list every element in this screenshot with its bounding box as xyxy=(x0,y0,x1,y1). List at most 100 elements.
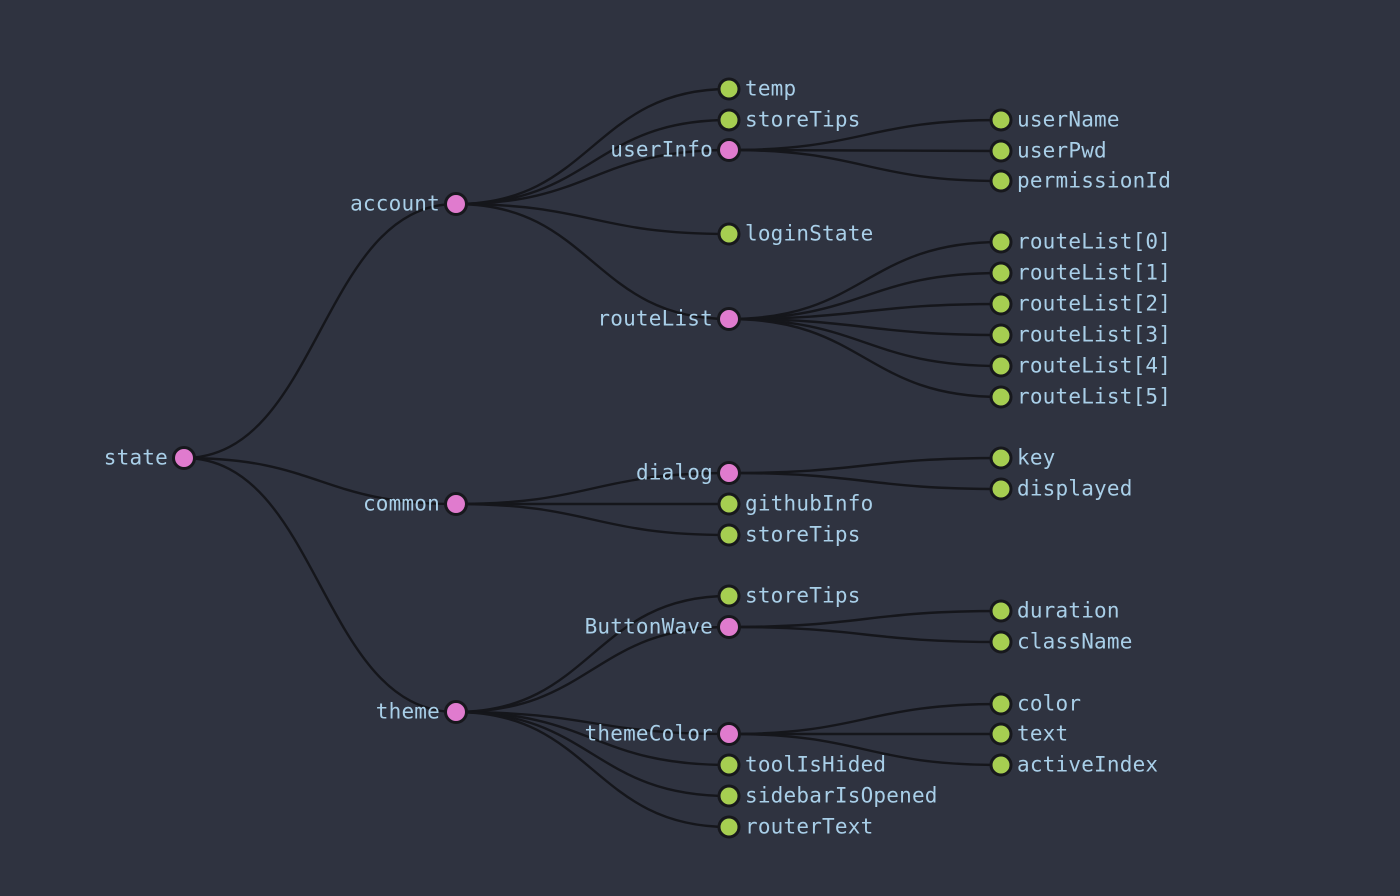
tree-node-duration[interactable] xyxy=(989,599,1013,623)
tree-link xyxy=(455,87,730,206)
tree-node-routeList5[interactable] xyxy=(989,385,1013,409)
tree-node-label-account: account xyxy=(350,191,440,216)
tree-node-routerText[interactable] xyxy=(717,815,741,839)
tree-link xyxy=(455,202,730,321)
tree-node-label-common: common xyxy=(362,491,440,516)
tree-node-label-text: text xyxy=(1017,721,1069,746)
tree-node-label-routeList4: routeList[4] xyxy=(1017,353,1172,378)
tree-link xyxy=(183,456,457,714)
tree-node-ButtonWave[interactable] xyxy=(717,615,741,639)
tree-link xyxy=(728,148,1002,183)
tree-node-label-userPwd: userPwd xyxy=(1017,138,1107,163)
tree-node-githubInfo[interactable] xyxy=(717,492,741,516)
tree-link xyxy=(728,317,1002,399)
tree-node-label-state: state xyxy=(103,445,168,470)
tree-node-label-sidebarIsOpened: sidebarIsOpened xyxy=(745,783,938,808)
tree-node-common[interactable] xyxy=(444,492,468,516)
tree-node-permissionId[interactable] xyxy=(989,169,1013,193)
tree-node-activeIndex[interactable] xyxy=(989,753,1013,777)
tree-link xyxy=(455,710,730,798)
tree-node-label-displayed: displayed xyxy=(1017,476,1133,501)
tree-link xyxy=(728,609,1002,629)
tree-link xyxy=(728,317,1002,368)
tree-node-state[interactable] xyxy=(172,446,196,470)
tree-node-routeList3[interactable] xyxy=(989,323,1013,347)
tree-node-key[interactable] xyxy=(989,446,1013,470)
tree-link xyxy=(183,202,457,460)
tree-node-label-permissionId: permissionId xyxy=(1017,168,1172,193)
tree-link xyxy=(728,302,1002,321)
tree-link xyxy=(455,710,730,736)
tree-node-label-duration: duration xyxy=(1017,598,1120,623)
tree-link xyxy=(728,148,1002,153)
tree-node-label-ButtonWave: ButtonWave xyxy=(584,614,713,639)
tree-link xyxy=(728,118,1002,152)
tree-node-label-toolIsHided: toolIsHided xyxy=(745,752,887,777)
tree-node-label-theme: theme xyxy=(375,699,440,724)
tree-node-storeTips-theme[interactable] xyxy=(717,584,741,608)
tree-node-loginState[interactable] xyxy=(717,222,741,246)
tree-node-label-githubInfo: githubInfo xyxy=(745,491,874,516)
tree-node-label-themeColor: themeColor xyxy=(584,721,713,746)
tree-link xyxy=(455,148,730,206)
tree-link xyxy=(728,271,1002,321)
tree-node-storeTips-acct[interactable] xyxy=(717,108,741,132)
tree-node-label-routeList2: routeList[2] xyxy=(1017,291,1172,316)
tree-link xyxy=(728,456,1002,475)
tree-node-themeColor[interactable] xyxy=(717,722,741,746)
tree-node-label-loginState: loginState xyxy=(745,221,874,246)
tree-node-label-routeList1: routeList[1] xyxy=(1017,260,1172,285)
tree-node-userName[interactable] xyxy=(989,108,1013,132)
tree-node-dialog[interactable] xyxy=(717,461,741,485)
tree-node-label-routeList3: routeList[3] xyxy=(1017,322,1172,347)
tree-node-label-routeList: routeList xyxy=(597,306,713,331)
tree-link xyxy=(455,471,730,506)
tree-link xyxy=(455,710,730,767)
tree-link xyxy=(455,202,730,236)
tree-node-label-key: key xyxy=(1017,445,1056,470)
tree-node-theme[interactable] xyxy=(444,700,468,724)
tree-node-account[interactable] xyxy=(444,192,468,216)
tree-link xyxy=(728,625,1002,644)
tree-link xyxy=(455,118,730,206)
tree-node-label-color: color xyxy=(1017,691,1082,716)
tree-node-label-storeTips-acct: storeTips xyxy=(745,107,861,132)
tree-link xyxy=(728,317,1002,337)
tree-node-color[interactable] xyxy=(989,692,1013,716)
tree-node-label-storeTips-common: storeTips xyxy=(745,522,861,547)
tree-node-userPwd[interactable] xyxy=(989,139,1013,163)
tree-node-className[interactable] xyxy=(989,630,1013,654)
tree-node-label-userInfo: userInfo xyxy=(610,137,713,162)
tree-node-routeList0[interactable] xyxy=(989,230,1013,254)
tree-link xyxy=(728,240,1002,321)
tree-node-label-dialog: dialog xyxy=(635,460,713,485)
tree-node-routeList4[interactable] xyxy=(989,354,1013,378)
tree-link xyxy=(455,502,730,537)
tree-node-toolIsHided[interactable] xyxy=(717,753,741,777)
tree-node-label-storeTips-theme: storeTips xyxy=(745,583,861,608)
tree-node-text[interactable] xyxy=(989,722,1013,746)
tree-node-label-activeIndex: activeIndex xyxy=(1017,752,1159,777)
tree-node-label-routeList5: routeList[5] xyxy=(1017,384,1172,409)
tree-node-routeList2[interactable] xyxy=(989,292,1013,316)
tree-node-sidebarIsOpened[interactable] xyxy=(717,784,741,808)
tree-node-displayed[interactable] xyxy=(989,477,1013,501)
tree-link xyxy=(728,471,1002,491)
tree-node-routeList[interactable] xyxy=(717,307,741,331)
tree-node-userInfo[interactable] xyxy=(717,138,741,162)
tree-link xyxy=(455,594,730,714)
tree-link xyxy=(455,710,730,829)
tree-node-label-userName: userName xyxy=(1017,107,1120,132)
tree-link xyxy=(728,732,1002,767)
tree-node-label-routerText: routerText xyxy=(745,814,874,839)
tree-node-label-routeList0: routeList[0] xyxy=(1017,229,1172,254)
tree-node-label-temp: temp xyxy=(745,76,797,101)
tree-node-routeList1[interactable] xyxy=(989,261,1013,285)
tree-node-temp[interactable] xyxy=(717,77,741,101)
tree-link xyxy=(728,702,1002,736)
tree-node-storeTips-common[interactable] xyxy=(717,523,741,547)
tree-node-label-className: className xyxy=(1017,629,1133,654)
